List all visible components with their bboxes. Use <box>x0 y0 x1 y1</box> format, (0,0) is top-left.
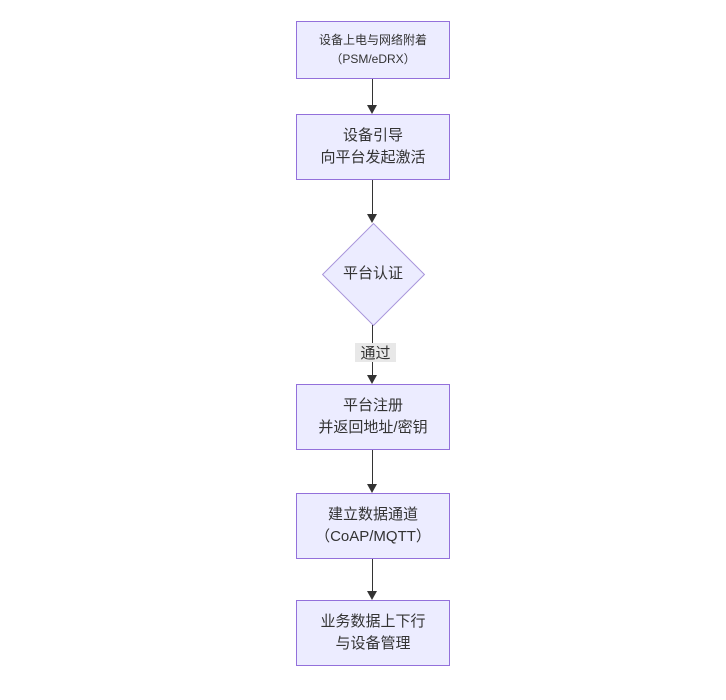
node-platform-register: 平台注册 并返回地址/密钥 <box>296 384 450 450</box>
node-data-channel: 建立数据通道 （CoAP/MQTT） <box>296 493 450 559</box>
node-platform-auth: 平台认证 <box>342 264 403 282</box>
edge-power-to-bootstrap <box>372 79 373 106</box>
arrowhead-down-icon <box>367 591 377 600</box>
arrowhead-down-icon <box>367 214 377 223</box>
node-business-data: 业务数据上下行 与设备管理 <box>296 600 450 666</box>
node-bootstrap: 设备引导 向平台发起激活 <box>296 114 450 180</box>
edge-bootstrap-to-auth <box>372 180 373 215</box>
node-power-attach: 设备上电与网络附着 （PSM/eDRX） <box>296 21 450 79</box>
arrowhead-down-icon <box>367 484 377 493</box>
edge-channel-to-business <box>372 559 373 592</box>
arrowhead-down-icon <box>367 375 377 384</box>
arrowhead-down-icon <box>367 105 377 114</box>
edge-label-pass: 通过 <box>355 343 396 362</box>
edge-register-to-channel <box>372 450 373 485</box>
